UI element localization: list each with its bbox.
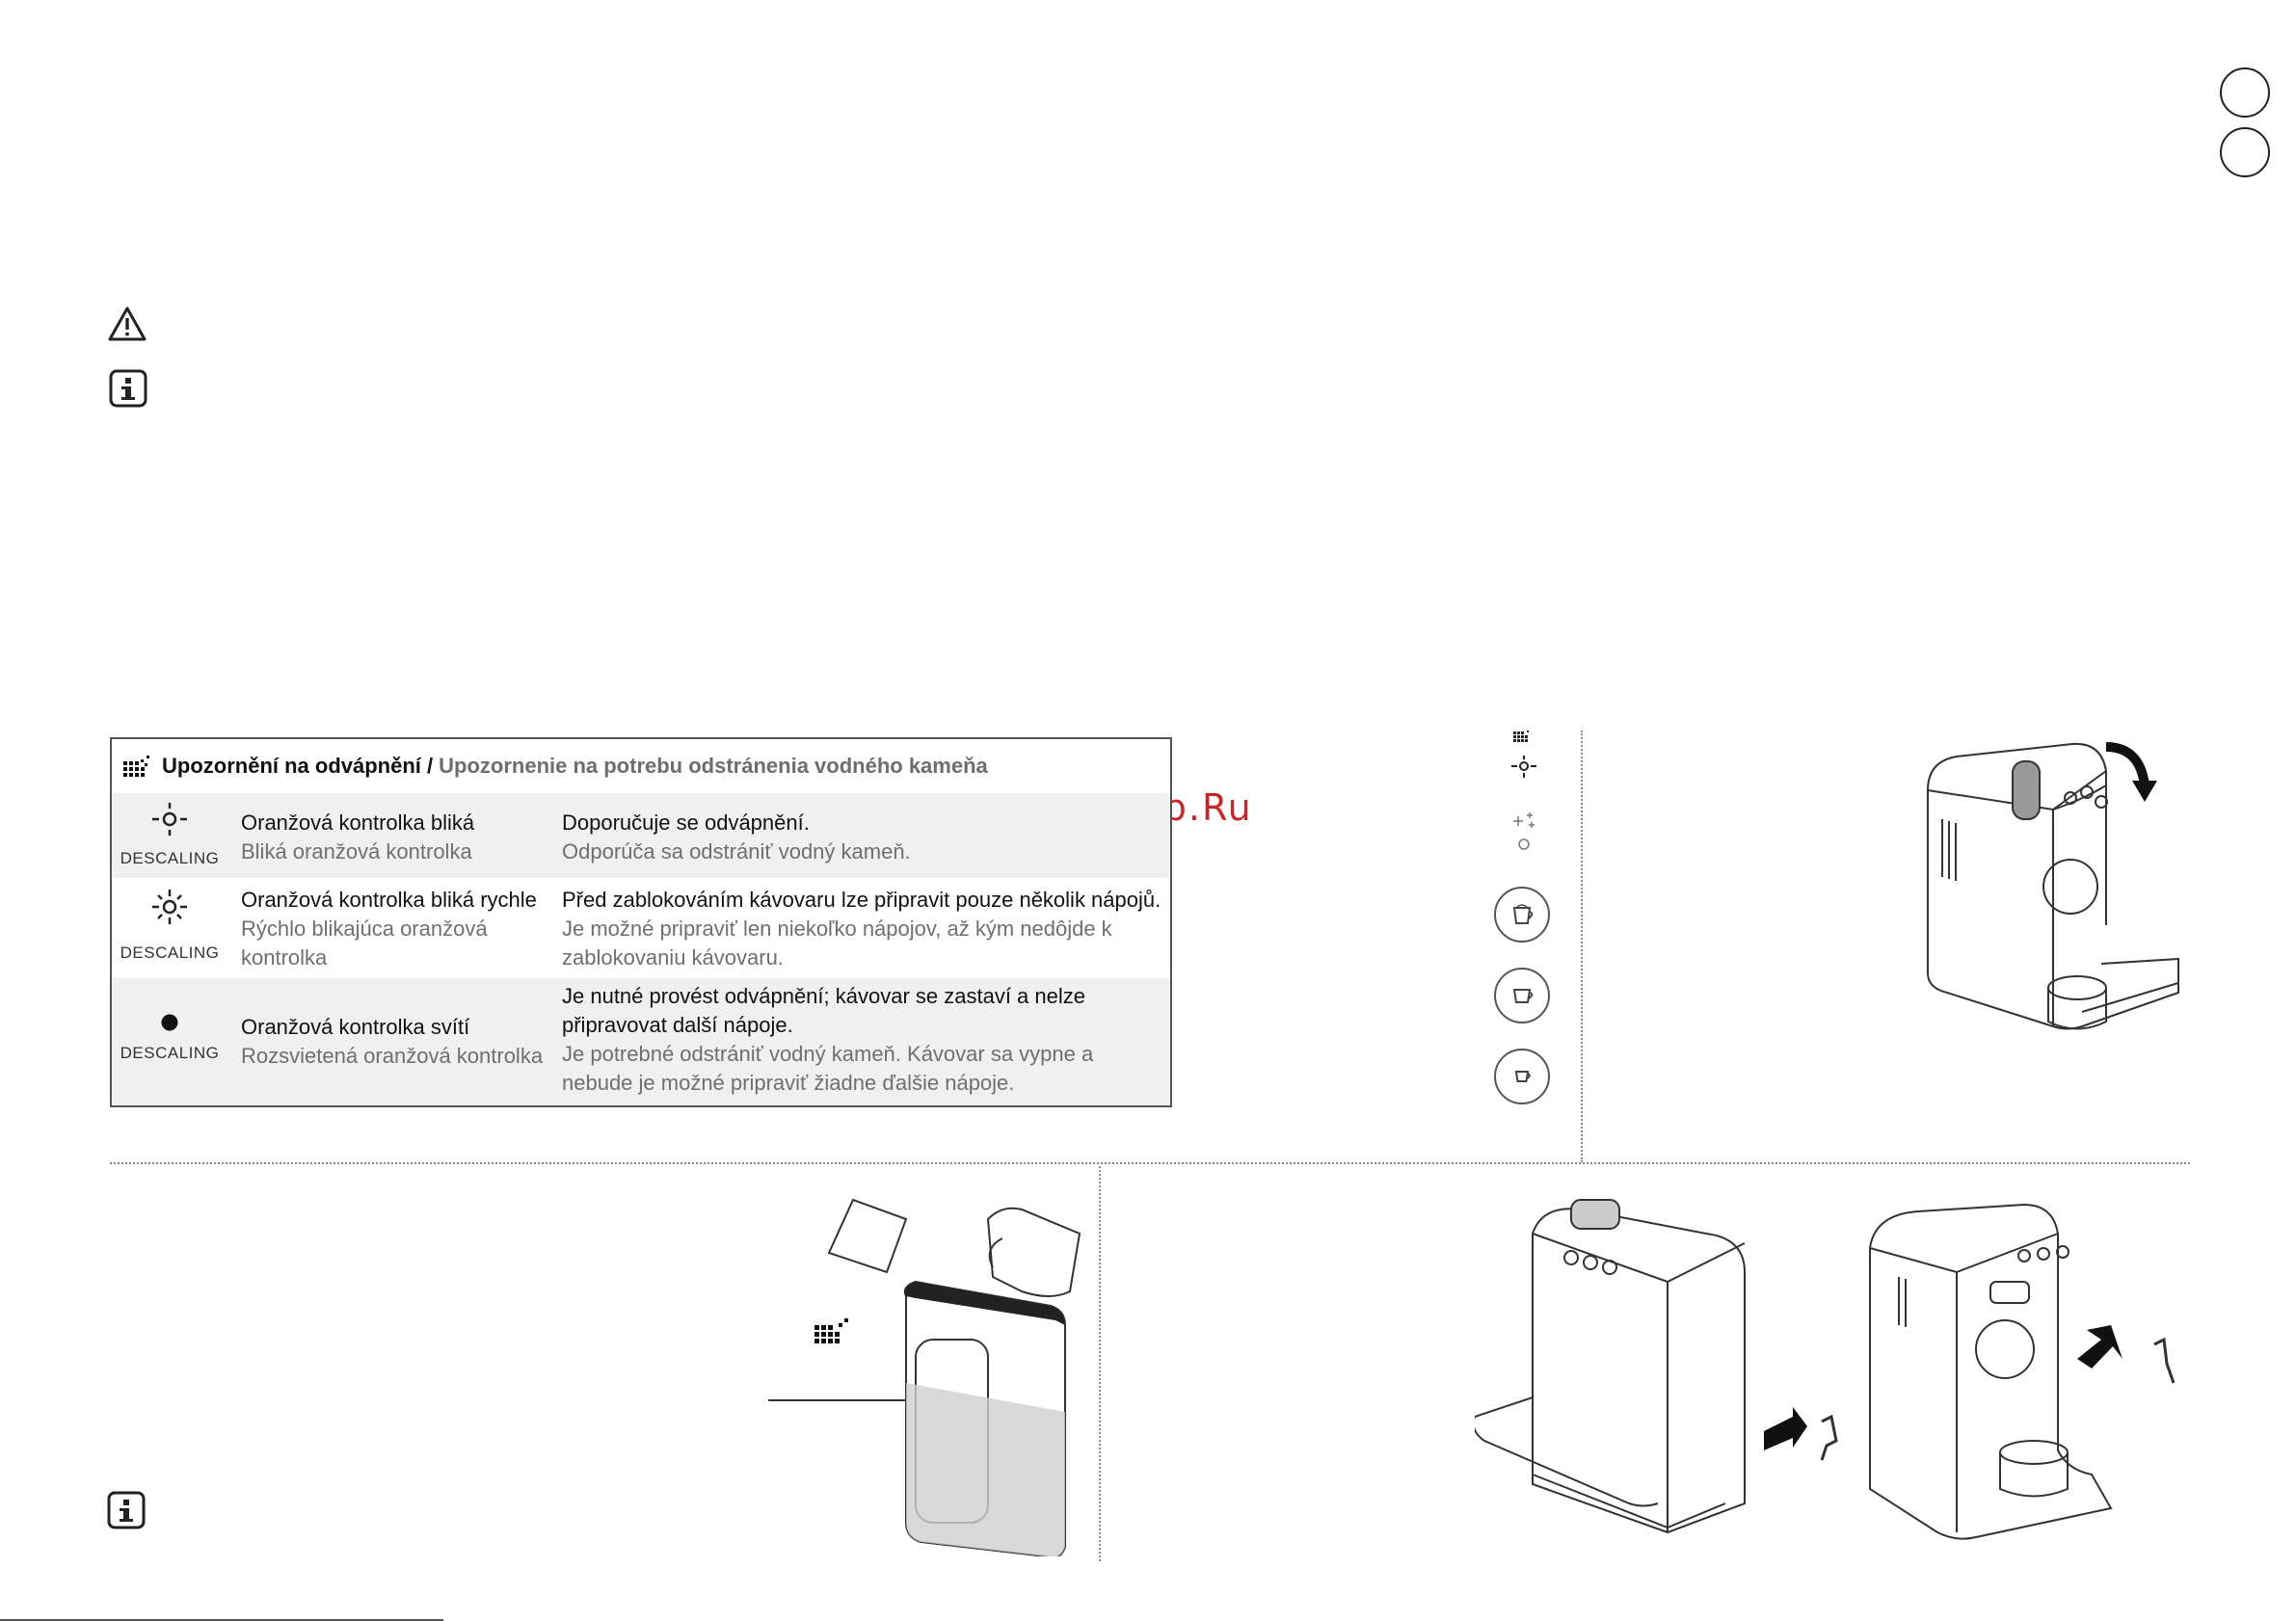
- machine-back-illustration: [1475, 1199, 1838, 1534]
- row-status-sk: Rozsvietená oranžová kontrolka: [241, 1044, 544, 1068]
- table-row: DESCALING Oranžová kontrolka bliká rychl…: [112, 878, 1170, 978]
- language-circle-top: [2220, 67, 2270, 118]
- descaling-icon: [123, 756, 149, 777]
- descaling-label: DESCALING: [120, 849, 220, 867]
- blink-light-icon: [152, 803, 187, 836]
- separator-horizontal: [110, 1162, 2190, 1164]
- table-header: Upozornění na odvápnění / Upozornenie na…: [112, 739, 1170, 793]
- sparkle-light-icon: [1513, 812, 1535, 850]
- descaling-label: DESCALING: [120, 943, 220, 962]
- water-tank-illustration: [768, 1198, 1081, 1556]
- descaling-blink-icon: [1511, 731, 1536, 778]
- row-status-sk: Rýchlo blikajúca oranžová kontrolka: [241, 917, 488, 970]
- row-status-cz: Oranžová kontrolka svítí: [241, 1015, 470, 1039]
- warning-triangle-icon: [108, 306, 147, 341]
- separator-vertical-upper: [1581, 731, 1583, 1162]
- fast-blink-light-icon: [152, 890, 187, 924]
- row-status-cz: Oranžová kontrolka bliká rychle: [241, 888, 537, 912]
- row-meaning-sk: Je potrebné odstrániť vodný kameň. Kávov…: [562, 1042, 1094, 1095]
- row-status-sk: Bliká oranžová kontrolka: [241, 839, 472, 864]
- row-meaning-cz: Doporučuje se odvápnění.: [562, 810, 810, 835]
- descaling-label: DESCALING: [120, 1044, 220, 1062]
- separator-vertical-lower: [1099, 1166, 1101, 1561]
- table-row: DESCALING Oranžová kontrolka svítí Rozsv…: [112, 978, 1170, 1105]
- espresso-button-icon: [1494, 1049, 1550, 1104]
- language-circle-bottom: [2220, 127, 2270, 177]
- coffee-button-icon: [1494, 968, 1550, 1023]
- descaling-alert-table: Upozornění na odvápnění / Upozornenie na…: [110, 737, 1172, 1107]
- table-row: DESCALING Oranžová kontrolka bliká Bliká…: [112, 793, 1170, 878]
- row-meaning-sk: Je možné pripraviť len niekoľko nápojov,…: [562, 917, 1112, 970]
- cappuccino-button-icon: [1494, 887, 1550, 943]
- info-icon: [107, 1491, 146, 1529]
- table-header-sk: Upozornenie na potrebu odstránenia vodné…: [439, 754, 988, 778]
- row-status-cz: Oranžová kontrolka bliká: [241, 810, 475, 835]
- solid-light-icon: [161, 1014, 178, 1031]
- info-icon: [109, 369, 147, 408]
- row-meaning-sk: Odporúča sa odstrániť vodný kameň.: [562, 839, 911, 864]
- table-header-cz: Upozornění na odvápnění /: [162, 754, 434, 778]
- row-meaning-cz: Před zablokováním kávovaru lze připravit…: [562, 888, 1161, 912]
- coffee-machine-illustration: [1927, 742, 2179, 1030]
- machine-front-illustration: [1869, 1203, 2176, 1540]
- row-meaning-cz: Je nutné provést odvápnění; kávovar se z…: [562, 984, 1085, 1037]
